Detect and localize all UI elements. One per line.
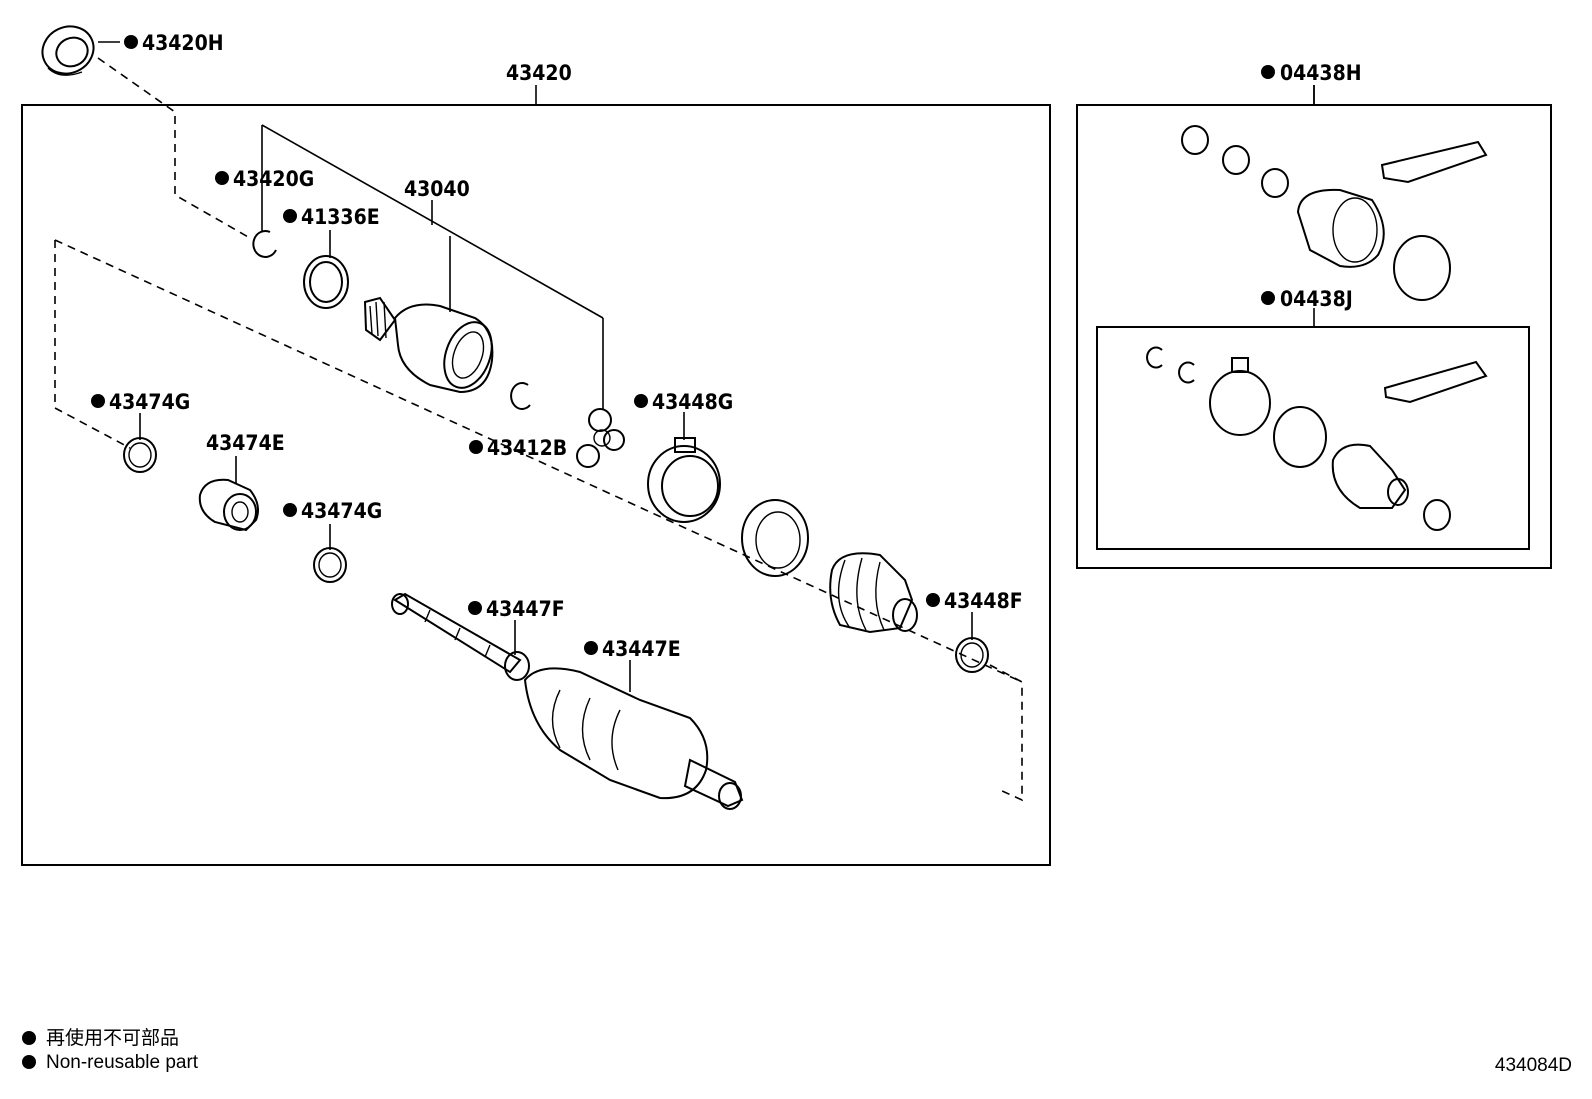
diagram-code: 434084D	[1494, 1055, 1572, 1076]
legend: 再使用不可部品 Non-reusable part	[22, 1027, 198, 1075]
label-43412B[interactable]: 43412B	[487, 436, 567, 460]
clamp-43448G-icon[interactable]	[647, 437, 721, 523]
label-43474G-lower[interactable]: 43474G	[301, 499, 382, 523]
label-43420[interactable]: 43420	[506, 61, 572, 85]
label-43448G[interactable]: 43448G	[652, 390, 733, 414]
label-04438H[interactable]: 04438H	[1280, 61, 1362, 85]
label-43420H[interactable]: 43420H	[142, 31, 224, 55]
label-43420G[interactable]: 43420G	[233, 167, 314, 191]
clamp-43474G-upper-icon[interactable]	[123, 437, 157, 473]
label-43040[interactable]: 43040	[404, 177, 470, 201]
boot-ring-icon[interactable]	[741, 499, 809, 577]
label-41336E[interactable]: 41336E	[301, 205, 380, 229]
ring-41336E-icon[interactable]	[303, 255, 349, 309]
nonreusable-dot-43474G-a	[91, 394, 105, 408]
parts-diagram: 43420H 43420 04438H 04438J 43420G 43040 …	[21, 18, 1552, 866]
assembly-frame-43420	[21, 104, 1051, 866]
legend-text-en: Non-reusable part	[46, 1052, 199, 1073]
label-43474G-upper[interactable]: 43474G	[109, 390, 190, 414]
snap-ring-43412B-icon[interactable]	[510, 382, 531, 410]
label-43474E[interactable]: 43474E	[206, 431, 285, 455]
inboard-boot-icon[interactable]	[829, 552, 918, 634]
legend-text-jp: 再使用不可部品	[46, 1028, 180, 1049]
legend-dot-icon	[22, 1055, 36, 1069]
nonreusable-dot-43447E	[584, 641, 598, 655]
clamp-43448F-icon[interactable]	[955, 637, 989, 673]
nonreusable-dot-43420G	[215, 171, 229, 185]
nonreusable-dot-04438H	[1261, 65, 1275, 79]
inboard-joint-43040-icon[interactable]	[363, 296, 500, 394]
legend-row-en: Non-reusable part	[22, 1051, 198, 1075]
snap-ring-43420G-icon[interactable]	[252, 230, 277, 258]
boot-kit-frame-04438H	[1076, 104, 1552, 569]
label-43447E[interactable]: 43447E	[602, 637, 681, 661]
boot-kit-04438J-icon[interactable]	[1146, 346, 1488, 531]
legend-row-jp: 再使用不可部品	[22, 1027, 198, 1051]
damper-43474E-icon[interactable]	[198, 478, 259, 532]
oil-seal-43420H-icon[interactable]	[35, 18, 102, 82]
boot-kit-frame-04438J	[1096, 326, 1530, 550]
clamp-43474G-lower-icon[interactable]	[313, 547, 347, 583]
drive-shaft-icon[interactable]	[391, 592, 744, 810]
nonreusable-dot-43448F	[926, 593, 940, 607]
nonreusable-dot-04438J	[1261, 291, 1275, 305]
label-43448F[interactable]: 43448F	[944, 589, 1023, 613]
nonreusable-dot-43448G	[634, 394, 648, 408]
nonreusable-dot-43474G-b	[283, 503, 297, 517]
legend-dot-icon	[22, 1031, 36, 1045]
nonreusable-dot-41336E	[283, 209, 297, 223]
nonreusable-dot-43420H	[124, 35, 138, 49]
nonreusable-dot-43447F	[468, 601, 482, 615]
label-43447F[interactable]: 43447F	[486, 597, 565, 621]
label-04438J[interactable]: 04438J	[1280, 287, 1353, 311]
boot-kit-04438H-icon[interactable]	[1181, 125, 1488, 301]
nonreusable-dot-43412B	[469, 440, 483, 454]
tripod-icon[interactable]	[576, 408, 625, 468]
